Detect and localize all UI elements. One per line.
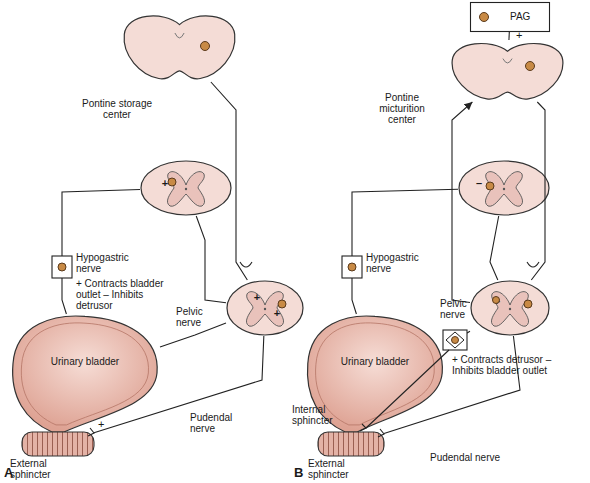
nerve-fiber [445, 331, 470, 344]
node-text: + [252, 292, 262, 303]
node-outline [318, 432, 384, 456]
node-outline [140, 160, 232, 216]
bladder-lumen [21, 323, 148, 425]
cord-outline [227, 281, 303, 335]
panel-letter: B [294, 466, 308, 480]
nerve-fiber [490, 216, 499, 280]
nerve-label: Hypogastric nerve [366, 252, 424, 274]
sign: + [98, 418, 110, 430]
node-outline [226, 280, 304, 336]
pons-outline [452, 43, 563, 99]
ganglion-diamond [446, 332, 464, 348]
gray-matter [485, 172, 522, 207]
nerve-fiber [352, 189, 458, 314]
ganglion-box [443, 330, 467, 350]
nerve-label: Pudendal nerve [190, 412, 260, 434]
node-outline [22, 432, 94, 456]
ganglion-box [342, 256, 362, 278]
aqueduct-mark [175, 33, 184, 38]
node-text: Pontine micturition center [364, 92, 440, 125]
bladder-wall [307, 316, 442, 432]
pons-outline [124, 16, 235, 79]
node-outline [470, 280, 550, 336]
sphincter-muscle: External sphincter [318, 432, 384, 456]
spinal-cord-section: ++ [226, 280, 304, 336]
node-outline [10, 314, 160, 432]
node-text: Urinary bladder [340, 356, 410, 367]
node-outline [305, 314, 445, 432]
ganglion-neuron [452, 337, 459, 344]
node-text: – [474, 178, 484, 189]
pons-section: Pontine storage center [122, 12, 237, 82]
urinary-bladder: Urinary bladder [10, 314, 160, 432]
node-text: + [492, 296, 502, 307]
node-outline [458, 160, 550, 216]
bladder-wall [13, 316, 158, 432]
node-text: PAG [510, 11, 546, 22]
box-outline [471, 3, 550, 32]
central-canal [185, 188, 187, 190]
panel-letter: A [4, 466, 18, 480]
sphincter-outline [318, 432, 384, 456]
node-outline [450, 40, 565, 102]
effect-note: + Contracts detrusor – Inhibits bladder … [452, 354, 552, 376]
nerve-fiber [196, 216, 226, 303]
gray-matter [167, 172, 204, 207]
spinal-cord-section: + [470, 280, 550, 336]
ganglion-box [52, 256, 72, 278]
nerve-label: Hypogastric nerve [76, 252, 134, 274]
cord-outline [471, 281, 549, 335]
sphincter-muscle: External sphincter [22, 432, 94, 456]
synapse-terminal [527, 262, 539, 267]
central-canal [509, 308, 511, 310]
nerve-label: Pelvic nerve [440, 298, 470, 320]
node-text: + [160, 178, 170, 189]
node-text: Urinary bladder [50, 356, 120, 367]
central-canal [503, 188, 505, 190]
nerve-label: Pelvic nerve [176, 306, 220, 328]
cord-outline [459, 161, 549, 215]
structure-label: Internal sphincter [292, 404, 340, 426]
node-text: External sphincter [10, 458, 70, 480]
bladder-lumen [316, 323, 435, 425]
node-outline [122, 12, 237, 82]
nerve-fiber [508, 32, 509, 40]
node-text: + [272, 308, 282, 319]
ganglion-neuron [348, 263, 356, 271]
nucleus-box: PAG [470, 2, 550, 32]
pons-section: Pontine micturition center [450, 40, 565, 102]
gray-matter [491, 292, 528, 327]
spinal-cord-section: – [458, 160, 550, 216]
nerve-label: Pudendal nerve [430, 452, 502, 463]
cord-outline [141, 161, 231, 215]
urinary-bladder: Urinary bladder [305, 314, 445, 432]
node-text: External sphincter [308, 458, 364, 480]
node-text: Pontine storage center [78, 98, 156, 120]
sign: + [516, 29, 528, 41]
central-canal [264, 308, 266, 310]
gray-matter [246, 292, 283, 327]
aqueduct-mark [503, 59, 512, 63]
spinal-cord-section: + [140, 160, 232, 216]
sphincter-outline [22, 432, 94, 456]
ganglion-neuron [58, 263, 66, 271]
synapse-terminal [240, 262, 252, 267]
effect-note: + Contracts bladder outlet – Inhibits de… [76, 278, 172, 311]
